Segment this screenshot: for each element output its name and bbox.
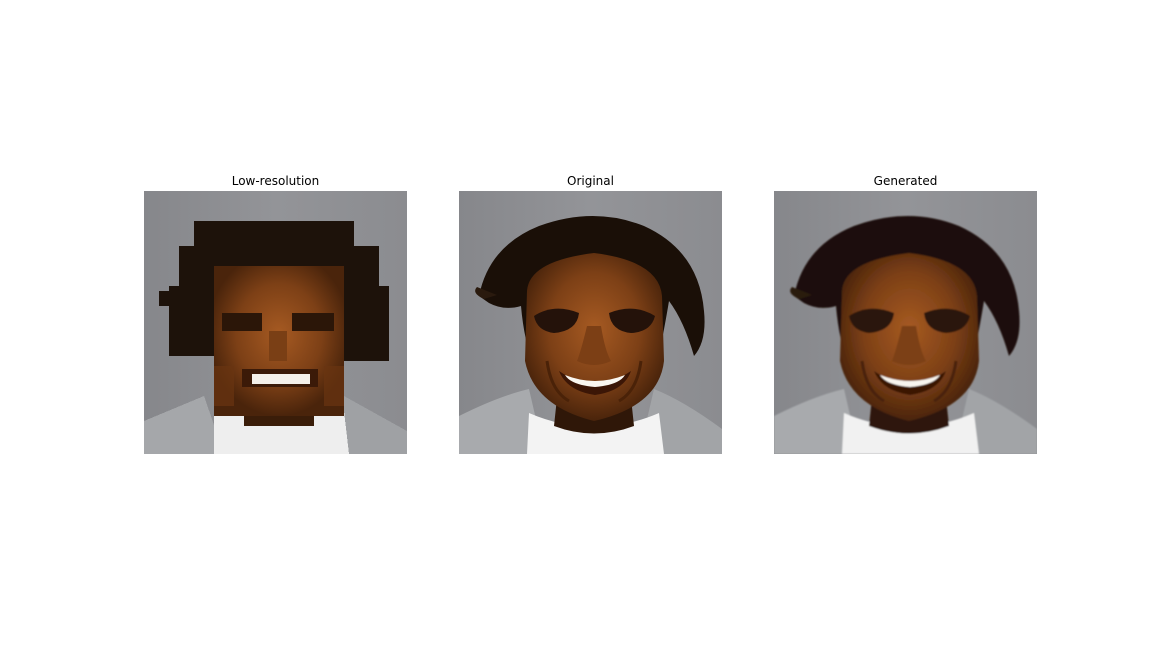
panel-title-original: Original (567, 174, 614, 188)
panel-low-resolution: Low-resolution (144, 172, 407, 454)
panel-generated: Generated (774, 172, 1037, 454)
original-face-image (459, 191, 722, 454)
low-resolution-face-image (144, 191, 407, 454)
panel-original: Original (459, 172, 722, 454)
generated-face-image (774, 191, 1037, 454)
panel-title-low-resolution: Low-resolution (231, 174, 320, 188)
panel-title-generated: Generated (873, 174, 938, 188)
